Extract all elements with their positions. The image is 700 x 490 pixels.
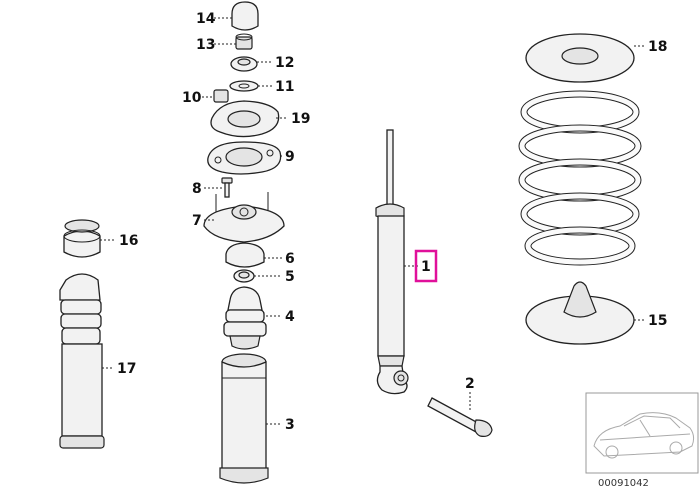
- label-1[interactable]: 1: [421, 259, 431, 275]
- label-2[interactable]: 2: [465, 376, 475, 392]
- part-8-bolt[interactable]: [221, 177, 233, 198]
- part-11-disc[interactable]: [229, 80, 259, 92]
- part-coil-spring: [518, 90, 642, 266]
- part-14-cap[interactable]: [231, 1, 259, 31]
- label-12[interactable]: 12: [275, 55, 294, 71]
- part-9-plate[interactable]: [207, 141, 282, 175]
- highlight-box: [414, 249, 438, 283]
- label-4[interactable]: 4: [285, 309, 295, 325]
- vehicle-thumbnail[interactable]: 00091042: [585, 392, 699, 489]
- label-8[interactable]: 8: [192, 181, 202, 197]
- part-19-gasket[interactable]: [210, 100, 280, 138]
- label-7[interactable]: 7: [192, 213, 202, 229]
- part-10-nut[interactable]: [213, 89, 229, 103]
- car-icon: [593, 412, 695, 459]
- label-3[interactable]: 3: [285, 417, 295, 433]
- part-17-protective-tube[interactable]: [59, 273, 105, 449]
- part-7-support-bearing[interactable]: [203, 192, 285, 243]
- part-5-ring[interactable]: [233, 269, 255, 283]
- label-17[interactable]: 17: [117, 361, 136, 377]
- diagram-code: 00091042: [598, 478, 649, 489]
- part-15-spring-pad-lower[interactable]: [525, 281, 635, 345]
- part-18-spring-pad[interactable]: [525, 33, 635, 83]
- label-5[interactable]: 5: [285, 269, 295, 285]
- label-15[interactable]: 15: [648, 313, 667, 329]
- label-11[interactable]: 11: [275, 79, 294, 95]
- label-9[interactable]: 9: [285, 149, 295, 165]
- part-3-protective-tube[interactable]: [219, 353, 269, 484]
- part-16-bump-stop-cap[interactable]: [63, 219, 101, 258]
- part-6-spacer[interactable]: [225, 242, 265, 268]
- part-4-bump-stop[interactable]: [223, 286, 267, 350]
- part-labels: 14 13 12 11 10 19 9 8 7 6 5 4 3 16 17 1 …: [117, 11, 667, 433]
- part-1-shock-absorber[interactable]: [375, 129, 409, 395]
- label-16[interactable]: 16: [119, 233, 138, 249]
- label-19[interactable]: 19: [291, 111, 310, 127]
- part-13-nut[interactable]: [235, 33, 253, 50]
- part-2-bolt[interactable]: [427, 397, 493, 437]
- label-10[interactable]: 10: [182, 90, 202, 106]
- label-18[interactable]: 18: [648, 39, 667, 55]
- label-14[interactable]: 14: [196, 11, 216, 27]
- part-12-washer[interactable]: [230, 56, 258, 72]
- label-13[interactable]: 13: [196, 37, 215, 53]
- label-6[interactable]: 6: [285, 251, 295, 267]
- leader-lines: [100, 17, 644, 425]
